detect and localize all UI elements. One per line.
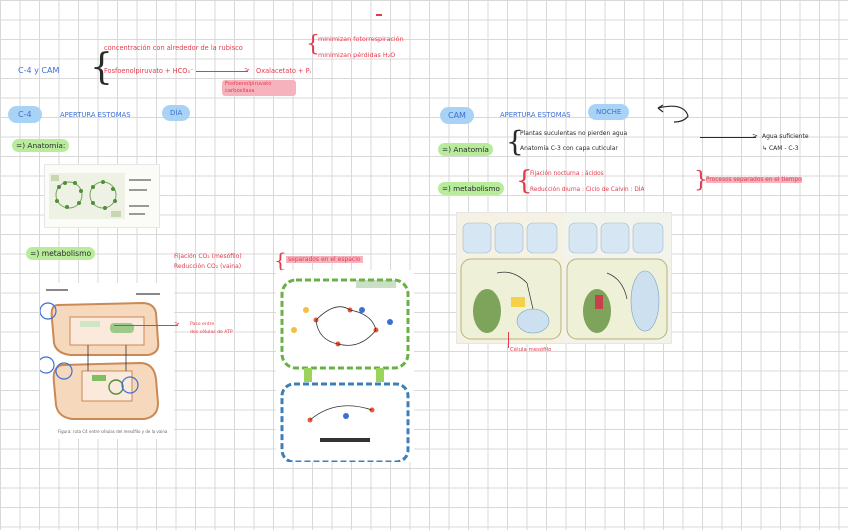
c4-metabolism-svg — [40, 289, 160, 420]
top-arrow — [196, 71, 248, 72]
c4-fig-caption: Figura: ruta C4 entre células del mesófi… — [58, 429, 168, 434]
cam-title: APERTURA ESTOMAS — [500, 111, 571, 119]
c4-title: APERTURA ESTOMAS — [60, 111, 131, 119]
top-branch2: minimizan pérdidas H₂O — [318, 51, 396, 59]
cam-met-brace: Procesos separados en el tiempo — [706, 176, 806, 184]
c4-met-line2: Reducción CO₂ (vaina) — [174, 263, 242, 270]
c4-arrow-note-2: dos células de ATP — [190, 330, 233, 335]
cam-anatomia-label: =) Anatomía — [438, 143, 493, 156]
cam-figure-svg — [457, 213, 671, 343]
top-brace-small: { — [306, 32, 320, 57]
cam-figure — [456, 212, 672, 344]
c4-arrow-note-1: Paso entre — [190, 322, 215, 327]
cam-title-badge: NOCHE — [588, 104, 630, 120]
c4-metabolismo: =) metabolismo — [26, 247, 96, 260]
cam-cell-label: Célula mesófilo — [510, 347, 552, 353]
cam-ana-line2: Anatomía C-3 con capa cuticular — [520, 145, 618, 152]
c4-chloroplast-figure — [276, 270, 414, 462]
c4-tag: C-4 — [8, 106, 42, 123]
c4-title-badge: DÍA — [162, 105, 191, 121]
c4-anatomy-figure — [44, 164, 160, 228]
c4-anatomia: =) Anatomía: — [12, 139, 70, 152]
top-mark — [376, 14, 382, 16]
c4-anatomia-label: =) Anatomía: — [12, 139, 70, 152]
cam-met-brace-left: { — [516, 166, 533, 196]
c4-cam-heading: C-4 y CAM — [18, 66, 60, 75]
c4-chloroplast-svg — [280, 278, 410, 462]
cam-ana-brace: { — [506, 125, 524, 158]
cam-ana-arrow — [700, 137, 756, 138]
top-note: Fosfoenolpiruvato carboxilasa — [222, 80, 296, 96]
c4-metabolism-figure: Figura: ruta C4 entre células del mesófi… — [40, 283, 174, 439]
cam-red-line — [508, 332, 509, 348]
c4-met-brace-symbol: { — [274, 248, 287, 272]
cam-ana-arrow-head: > — [752, 132, 758, 140]
c4-anatomy-svg — [49, 173, 151, 219]
c4-red-arrow-head: > — [174, 320, 180, 328]
top-arrow-head: > — [244, 66, 250, 74]
cam-met-brace-text: Procesos separados en el tiempo — [706, 177, 802, 183]
cam-ana-arrow2-label: CAM - C-3 — [768, 145, 799, 152]
cam-curved-arrow — [657, 104, 689, 123]
cam-met-line1: Fijación nocturna : ácidos — [530, 171, 604, 177]
cam-met-brace-right: } — [694, 168, 708, 193]
top-brace: { — [90, 47, 113, 88]
cam-met-line2: Reducción diurna : Ciclo de Calvin : DÍA — [530, 187, 645, 193]
c4-metabolismo-label: =) metabolismo — [26, 247, 96, 260]
top-branch1: minimizan fotorrespiración — [318, 35, 404, 43]
top-line2: Fosfoenolpiruvato + HCO₃⁻ — [104, 67, 194, 75]
cam-tag: CAM — [440, 107, 474, 124]
cam-metabolismo: =) metabolismo — [438, 182, 504, 195]
c4-met-brace: separados en el espacio — [286, 256, 363, 263]
c4-red-arrow — [114, 325, 178, 326]
c4-met-line1: Fijación CO₂ (mesófilo) — [174, 253, 242, 260]
cam-metabolismo-label: =) metabolismo — [438, 182, 504, 195]
cam-ana-arrow-text: Agua suficiente — [762, 133, 809, 140]
cam-ana-line1: Plantas suculentas no pierden agua — [520, 130, 628, 137]
cam-anatomia: =) Anatomía — [438, 143, 493, 156]
top-line2-product: Oxalacetato + Pᵢ — [256, 67, 311, 75]
cam-ana-arrow-text2: ↳ CAM - C-3 — [762, 145, 799, 152]
top-line1: concentración con alrededor de la rubisc… — [104, 44, 243, 52]
